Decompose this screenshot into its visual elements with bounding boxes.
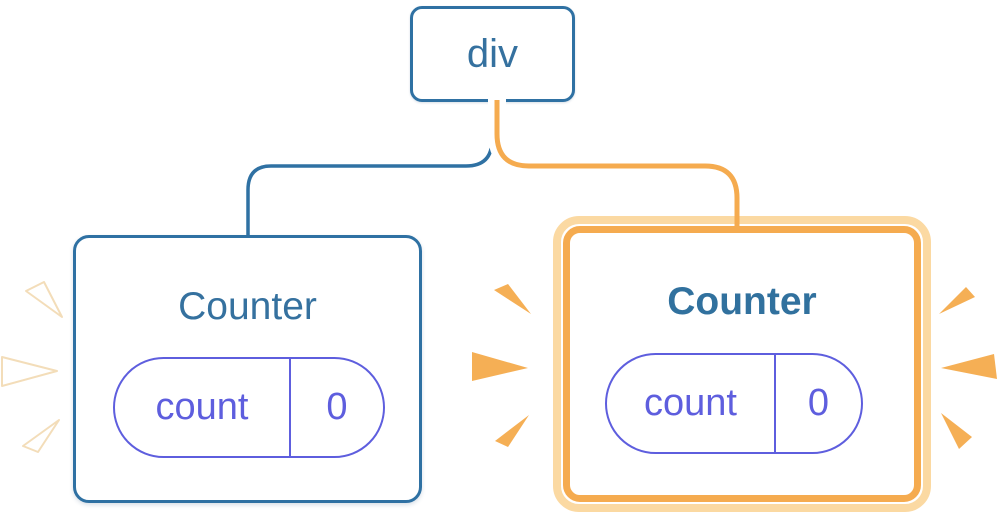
state-pill: count 0 [605, 353, 863, 454]
left-sparks-group [1, 281, 63, 453]
counter-card-right-highlighted: Counter count 0 [553, 216, 931, 512]
counter-card-left: Counter count 0 [73, 235, 422, 503]
spark-icon [939, 287, 975, 314]
spark-icon [1, 356, 58, 387]
right-sparks-group [939, 287, 997, 449]
root-node-div: div [410, 6, 575, 102]
state-value: 0 [289, 359, 383, 456]
spark-icon [472, 352, 528, 381]
state-key-label: count [644, 382, 737, 424]
spark-icon [495, 415, 529, 447]
state-pill: count 0 [113, 357, 385, 458]
state-value: 0 [774, 355, 861, 452]
counter-title: Counter [667, 280, 817, 323]
state-key-label: count [155, 386, 249, 428]
middle-sparks-group [472, 284, 531, 447]
spark-icon [22, 419, 60, 453]
edge-div-to-left-counter [246, 100, 494, 240]
spark-icon [25, 281, 63, 318]
spark-icon [494, 284, 531, 314]
root-node-label: div [466, 31, 519, 76]
spark-icon [941, 413, 972, 449]
edge-div-to-right-counter [494, 100, 740, 230]
edge-casing [488, 92, 746, 216]
counter-card-right-inner-border: Counter count 0 [563, 226, 921, 502]
spark-icon [941, 354, 997, 379]
counter-title: Counter [178, 285, 317, 328]
